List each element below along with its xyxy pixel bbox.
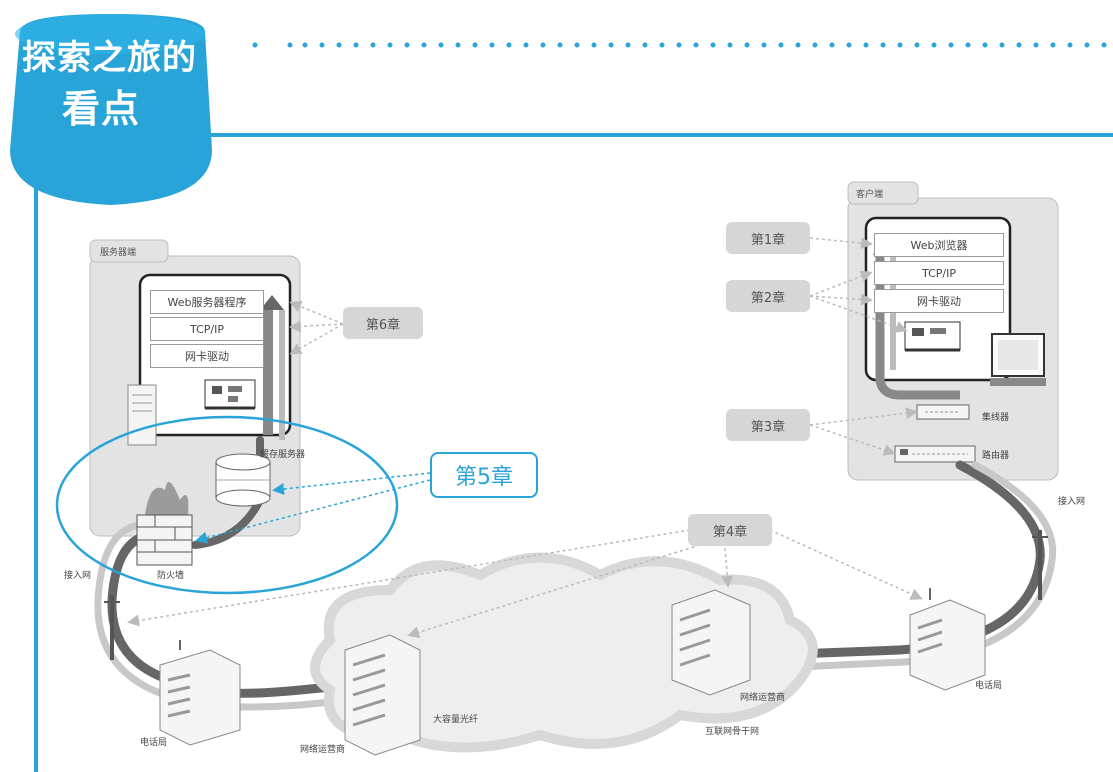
client-layer-nic-driver: 网卡驱动 (874, 289, 1004, 313)
server-nic-icon (204, 379, 256, 410)
chapter-4-tag: 第4章 (688, 514, 772, 546)
client-layer-tcpip: TCP/IP (874, 261, 1004, 285)
server-stack-flow (260, 295, 285, 440)
telecom-right-label: 电话局 (975, 681, 1003, 691)
server-layer-web-server: Web服务器程序 (150, 290, 264, 314)
access-network-right-label: 接入网 (1058, 497, 1086, 507)
isp-building-right (671, 589, 751, 696)
chapter-5-tag: 第5章 (430, 452, 538, 498)
utility-pole-left (104, 595, 120, 660)
server-tower-icon (127, 384, 157, 446)
page-title-line1: 探索之旅的 (22, 38, 197, 78)
isp-right-label: 网络运营商 (740, 693, 786, 703)
firewall-label: 防火墙 (157, 571, 185, 581)
telecom-building-left (159, 640, 241, 746)
router-label: 路由器 (982, 451, 1010, 461)
chapter-3-tag: 第3章 (726, 409, 810, 441)
chapter5-highlight-ellipse (55, 415, 399, 595)
hub-label: 集线器 (982, 413, 1010, 423)
monitor-icon (990, 333, 1046, 386)
chapter-2-tag: 第2章 (726, 280, 810, 312)
isp-building-left (344, 634, 421, 756)
server-layer-tcpip: TCP/IP (150, 317, 264, 341)
client-nic-icon (904, 321, 961, 352)
server-panel-title: 服务器端 (100, 248, 137, 258)
server-layer-nic-driver: 网卡驱动 (150, 344, 264, 368)
chapter-6-tag: 第6章 (343, 307, 423, 339)
page-title-line2: 看点 (62, 87, 141, 131)
client-panel-title: 客户端 (856, 190, 884, 200)
access-network-left-label: 接入网 (64, 571, 92, 581)
backbone-label: 互联网骨干网 (705, 727, 760, 737)
title-badge: 探索之旅的 看点 (0, 0, 230, 210)
firewall-icon (136, 482, 193, 566)
client-layer-web-browser: Web浏览器 (874, 233, 1004, 257)
hub-icon (916, 404, 970, 420)
header-dots (252, 42, 1107, 48)
chapter5-pointer-lines (195, 472, 431, 544)
chapter-pointer-lines (127, 237, 923, 639)
cache-server-icon (215, 453, 271, 507)
telecom-left-label: 电话局 (140, 738, 168, 748)
cache-server-label: 缓存服务器 (260, 450, 306, 460)
router-icon (894, 445, 976, 463)
utility-pole-right (1032, 530, 1048, 600)
isp-left-label: 网络运营商 (300, 745, 346, 755)
telecom-building-right (909, 588, 986, 691)
title-badge-shape (10, 14, 212, 205)
fiber-label: 大容量光纤 (433, 715, 479, 725)
chapter-1-tag: 第1章 (726, 222, 810, 254)
